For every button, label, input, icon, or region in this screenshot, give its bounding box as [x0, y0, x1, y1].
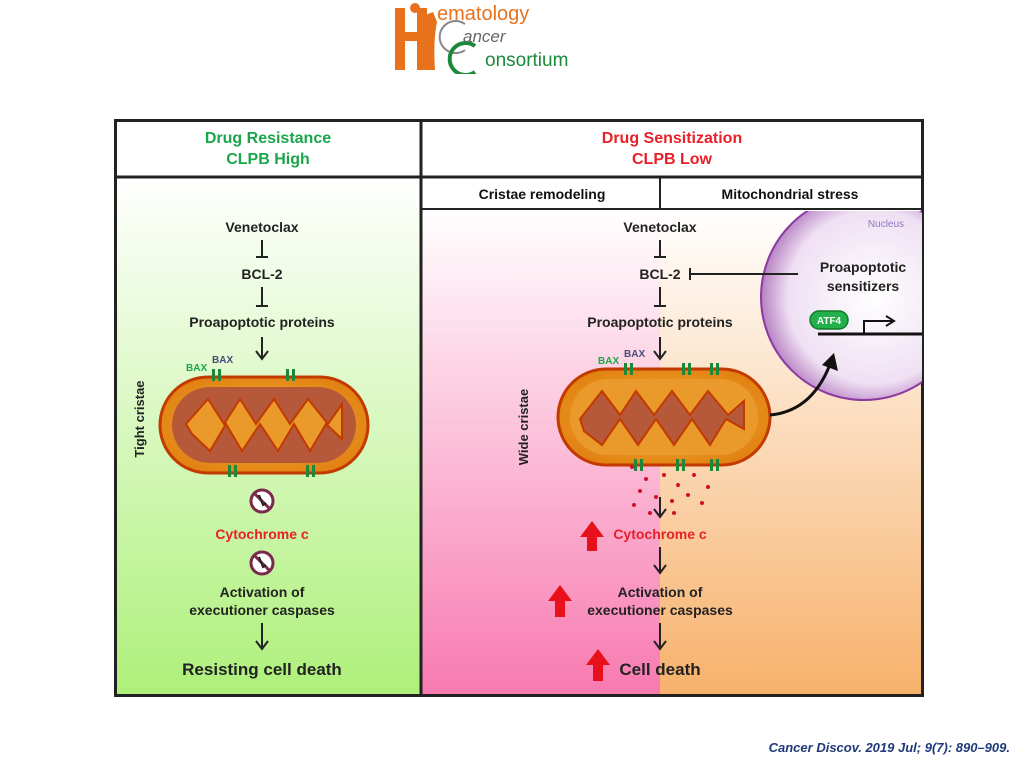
- right-bcl2: BCL-2: [639, 266, 680, 282]
- left-bax-green: BAX: [186, 363, 207, 374]
- left-outcome: Resisting cell death: [182, 660, 342, 679]
- left-proapoptotic: Proapoptotic proteins: [189, 314, 335, 330]
- right-proapoptotic: Proapoptotic proteins: [587, 314, 733, 330]
- right-activation-2: executioner caspases: [587, 602, 733, 618]
- right-bax-green: BAX: [598, 356, 619, 367]
- nucleus-label: Nucleus: [868, 219, 904, 230]
- left-bax-dark: BAX: [212, 355, 233, 366]
- right-activation-1: Activation of: [618, 584, 703, 600]
- left-bcl2: BCL-2: [241, 266, 282, 282]
- left-activation-2: executioner caspases: [189, 602, 335, 618]
- atf4-label: ATF4: [817, 316, 842, 327]
- logo-line2: ancer: [463, 27, 507, 46]
- clpb-figure: Drug Resistance CLPB High Drug Sensitiza…: [114, 119, 924, 697]
- sub-mito-stress: Mitochondrial stress: [722, 186, 859, 202]
- right-side-label: Wide cristae: [516, 389, 531, 465]
- blocked-icon: [249, 550, 275, 576]
- nucleus-text-2: sensitizers: [827, 278, 900, 294]
- left-venetoclax: Venetoclax: [225, 219, 298, 235]
- left-activation-1: Activation of: [220, 584, 305, 600]
- nucleus-text-1: Proapoptotic: [820, 259, 907, 275]
- right-outcome: Cell death: [619, 660, 700, 679]
- left-cytochrome: Cytochrome c: [215, 526, 309, 542]
- hcc-logo: ematology ancer onsortium: [395, 3, 568, 74]
- left-title-2: CLPB High: [226, 151, 310, 168]
- right-bax-dark: BAX: [624, 349, 645, 360]
- right-cytochrome: Cytochrome c: [613, 526, 707, 542]
- increase-arrow-icon: [548, 585, 572, 617]
- right-mitochondrion: [556, 363, 772, 471]
- nucleus: [760, 211, 922, 401]
- cytochrome-release-dots: [630, 465, 710, 515]
- left-title-1: Drug Resistance: [205, 130, 331, 147]
- increase-arrow-icon: [580, 521, 604, 551]
- left-side-label: Tight cristae: [132, 380, 147, 457]
- right-venetoclax: Venetoclax: [623, 219, 696, 235]
- citation: Cancer Discov. 2019 Jul; 9(7): 890–909.: [768, 740, 1010, 755]
- left-mitochondrion: [158, 369, 370, 477]
- increase-arrow-icon: [586, 649, 610, 681]
- logo-line1: ematology: [437, 3, 529, 25]
- blocked-icon: [249, 488, 275, 514]
- sub-cristae-remodeling: Cristae remodeling: [479, 186, 606, 202]
- right-title-1: Drug Sensitization: [602, 130, 742, 147]
- logo-line3: onsortium: [485, 50, 568, 71]
- right-title-2: CLPB Low: [632, 151, 713, 168]
